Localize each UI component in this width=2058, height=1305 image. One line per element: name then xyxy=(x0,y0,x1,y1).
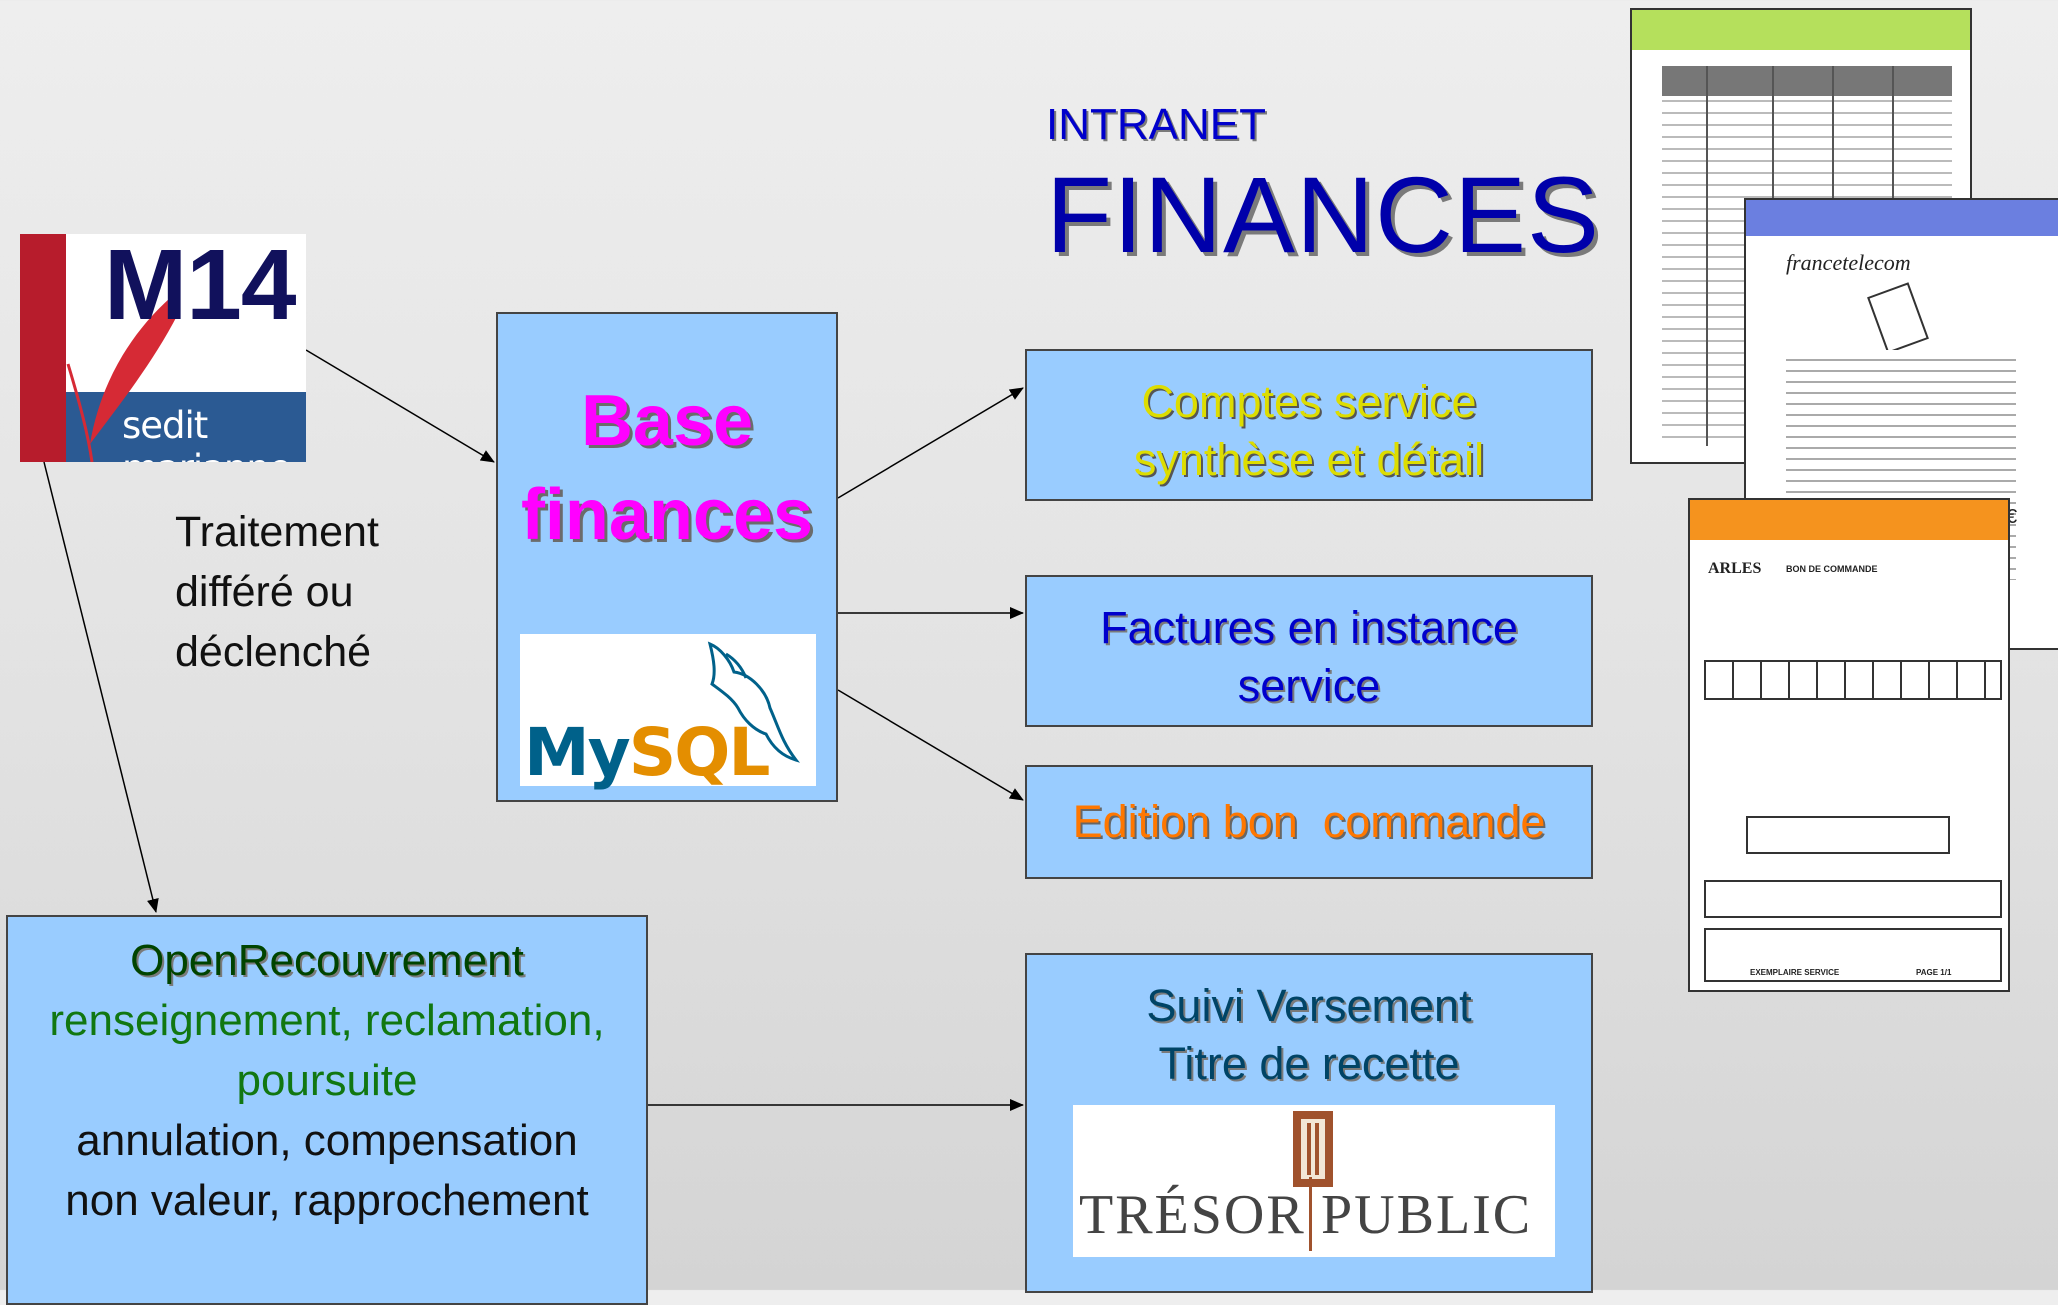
edition-label: Edition bon commande xyxy=(1072,796,1546,847)
arrow-base-to-comptes xyxy=(837,387,1024,499)
traitement-caption: Traitement différé ou déclenché xyxy=(175,502,475,682)
stamp-icon xyxy=(1867,282,1929,354)
openrecouvrement-title: OpenRecouvrement xyxy=(130,936,524,985)
comptes-line-2: synthèse et détail xyxy=(1133,434,1485,485)
finances-title: FINANCES xyxy=(1046,154,1601,275)
doc-header-green xyxy=(1632,10,1970,50)
intranet-label: INTRANET xyxy=(1046,100,1266,149)
factures-instance-box: Factures en instance service xyxy=(1025,575,1593,727)
traitement-line-1: Traitement xyxy=(175,508,379,556)
arles-label: ARLES xyxy=(1708,560,1762,577)
table-header xyxy=(1662,66,1952,96)
doc-header-orange xyxy=(1690,500,2008,540)
page-number-label: PAGE 1/1 xyxy=(1916,968,1952,977)
comptes-line-1: Comptes service xyxy=(1141,376,1477,427)
tresor-divider xyxy=(1309,1177,1312,1251)
doc-header-blue xyxy=(1746,200,2058,236)
traitement-line-3: déclenché xyxy=(175,628,372,676)
openrecouvrement-black-line-2: non valeur, rapprochement xyxy=(65,1176,589,1225)
column-emblem-icon xyxy=(1293,1111,1333,1187)
france-telecom-label: francetelecom xyxy=(1786,250,1911,275)
arrow-base-to-edition xyxy=(837,689,1024,801)
euro-symbol: € xyxy=(2006,506,2018,528)
m14-subtitle: sedit marianne xyxy=(122,404,292,462)
factures-line-1: Factures en instance xyxy=(1100,602,1518,653)
liquidation-table xyxy=(1704,928,2002,982)
quill-icon xyxy=(66,298,178,462)
bon-commande-title: BON DE COMMANDE xyxy=(1786,564,1878,574)
comptes-service-box: Comptes service synthèse et détail xyxy=(1025,349,1593,501)
base-title-line-2: finances xyxy=(520,475,814,555)
exemplaire-service-label: EXEMPLAIRE SERVICE xyxy=(1750,968,1840,977)
signature-table xyxy=(1746,816,1950,854)
tresor-word: TRÉSOR xyxy=(1079,1184,1306,1246)
arrow-m14-to-base xyxy=(305,349,495,463)
openrecouvrement-green-line-2: poursuite xyxy=(236,1056,418,1105)
base-finances-title: Base finances xyxy=(498,374,836,562)
openrecouvrement-green-line-1: renseignement, reclamation, xyxy=(49,996,605,1045)
openrecouvrement-box: OpenRecouvrement renseignement, reclamat… xyxy=(6,915,648,1305)
suivi-line-1: Suivi Versement xyxy=(1146,980,1472,1031)
suivi-line-2: Titre de recette xyxy=(1158,1038,1460,1089)
base-title-line-1: Base xyxy=(580,381,754,461)
factures-line-2: service xyxy=(1237,660,1381,711)
mysql-my: My xyxy=(524,714,631,791)
tresor-public-logo: TRÉSOR PUBLIC xyxy=(1073,1105,1555,1257)
edition-bon-commande-box: Edition bon commande xyxy=(1025,765,1593,879)
arrow-m14-to-openrecouvrement xyxy=(43,461,159,913)
logo-red-band xyxy=(20,234,66,462)
imputations-table xyxy=(1704,880,2002,918)
mysql-sql: SQL xyxy=(628,714,771,791)
public-word: PUBLIC xyxy=(1321,1184,1533,1246)
m14-title: M14 xyxy=(104,234,297,341)
base-finances-box: Base finances MySQL xyxy=(496,312,838,802)
traitement-line-2: différé ou xyxy=(175,568,354,616)
m14-sedit-marianne-logo: M14 sedit marianne xyxy=(20,234,306,462)
openrecouvrement-black-line-1: annulation, compensation xyxy=(76,1116,578,1165)
suivi-versement-box: Suivi Versement Titre de recette TRÉSOR … xyxy=(1025,953,1593,1293)
bon-commande-document: ARLES BON DE COMMANDE EXEMPLAIRE SERVICE… xyxy=(1688,498,2010,992)
mysql-logo: MySQL xyxy=(520,634,816,791)
order-table xyxy=(1704,660,2002,700)
mysql-dolphin-icon xyxy=(707,641,801,763)
